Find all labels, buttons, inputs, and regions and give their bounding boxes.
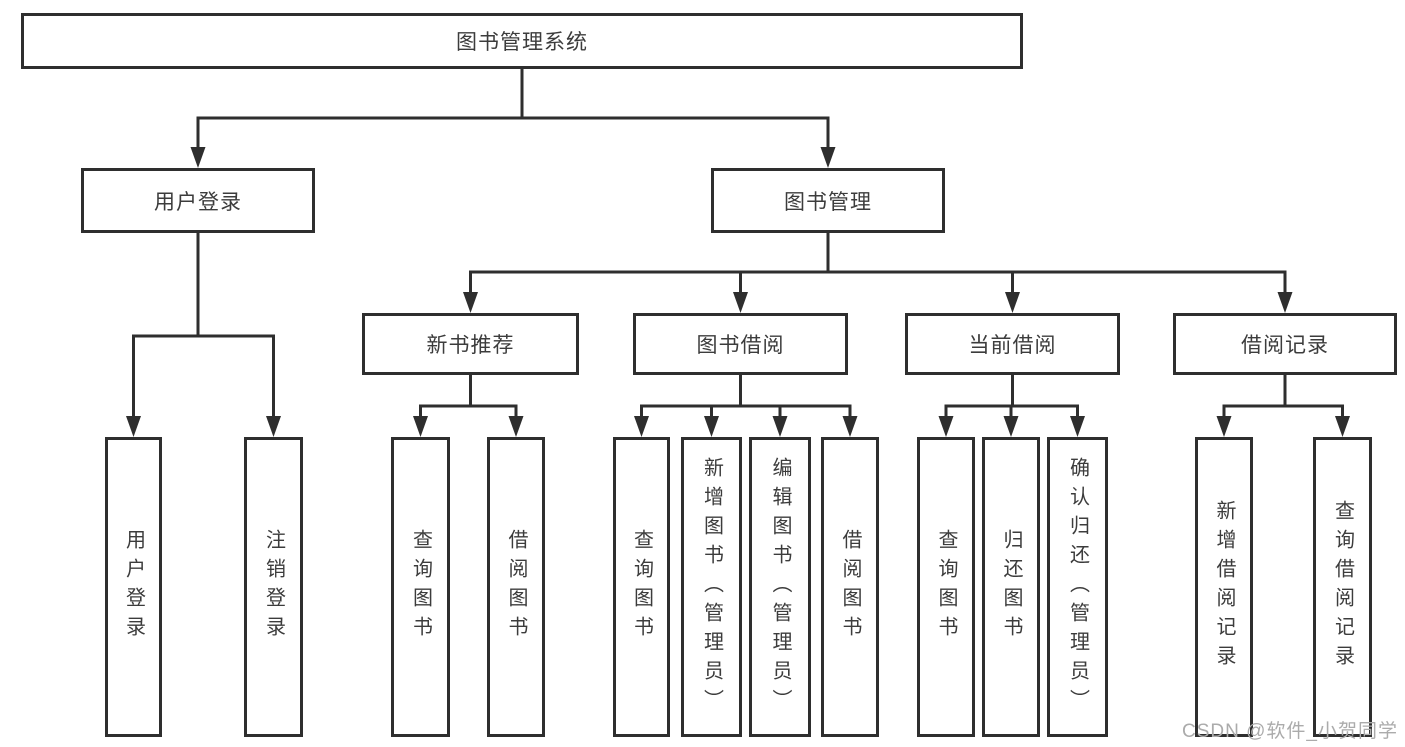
node-label: 确认归还（管理员） [1066, 456, 1089, 718]
node-current-borrowing: 当前借阅 [905, 313, 1120, 375]
node-label: 新增借阅记录 [1213, 500, 1235, 674]
leaf-edit-book-admin: 编辑图书（管理员） [749, 437, 811, 737]
node-label: 查询图书 [409, 529, 432, 645]
leaf-query-borrow-record: 查询借阅记录 [1313, 437, 1372, 737]
node-label: 图书管理系统 [456, 31, 588, 54]
leaf-user-login: 用户登录 [105, 437, 162, 737]
leaf-return-book: 归还图书 [982, 437, 1040, 737]
node-label: 查询图书 [630, 529, 653, 645]
watermark: CSDN @软件_小贺同学 [1182, 721, 1398, 742]
node-label: 新书推荐 [426, 334, 515, 357]
node-label: 新增图书（管理员） [700, 456, 723, 718]
node-label: 当前借阅 [968, 334, 1057, 357]
leaf-query-book-recommend: 查询图书 [391, 437, 450, 737]
node-label: 归还图书 [1000, 529, 1022, 645]
leaf-confirm-return-admin: 确认归还（管理员） [1047, 437, 1108, 737]
node-label: 用户登录 [154, 190, 242, 214]
node-label: 用户登录 [122, 529, 145, 645]
leaf-add-book-admin: 新增图书（管理员） [681, 437, 742, 737]
node-label: 查询借阅记录 [1331, 500, 1354, 674]
node-label: 借阅图书 [505, 529, 527, 645]
node-system-root: 图书管理系统 [21, 13, 1023, 69]
node-label: 编辑图书（管理员） [769, 456, 791, 718]
node-book-management: 图书管理 [711, 168, 945, 233]
node-label: 图书管理 [784, 190, 872, 214]
node-new-book-recommendation: 新书推荐 [362, 313, 579, 375]
node-book-borrowing: 图书借阅 [633, 313, 848, 375]
node-label: 注销登录 [262, 529, 285, 645]
node-label: 借阅图书 [839, 529, 861, 645]
node-label: 借阅记录 [1241, 334, 1329, 357]
leaf-add-borrow-record: 新增借阅记录 [1195, 437, 1253, 737]
leaf-logout: 注销登录 [244, 437, 303, 737]
node-label: 图书借阅 [696, 334, 785, 357]
node-user-login: 用户登录 [81, 168, 315, 233]
leaf-query-book-current: 查询图书 [917, 437, 975, 737]
leaf-query-book-borrowing: 查询图书 [613, 437, 670, 737]
leaf-borrow-book: 借阅图书 [821, 437, 879, 737]
leaf-borrow-book-recommend: 借阅图书 [487, 437, 545, 737]
node-label: 查询图书 [935, 529, 957, 645]
node-borrowing-records: 借阅记录 [1173, 313, 1397, 375]
